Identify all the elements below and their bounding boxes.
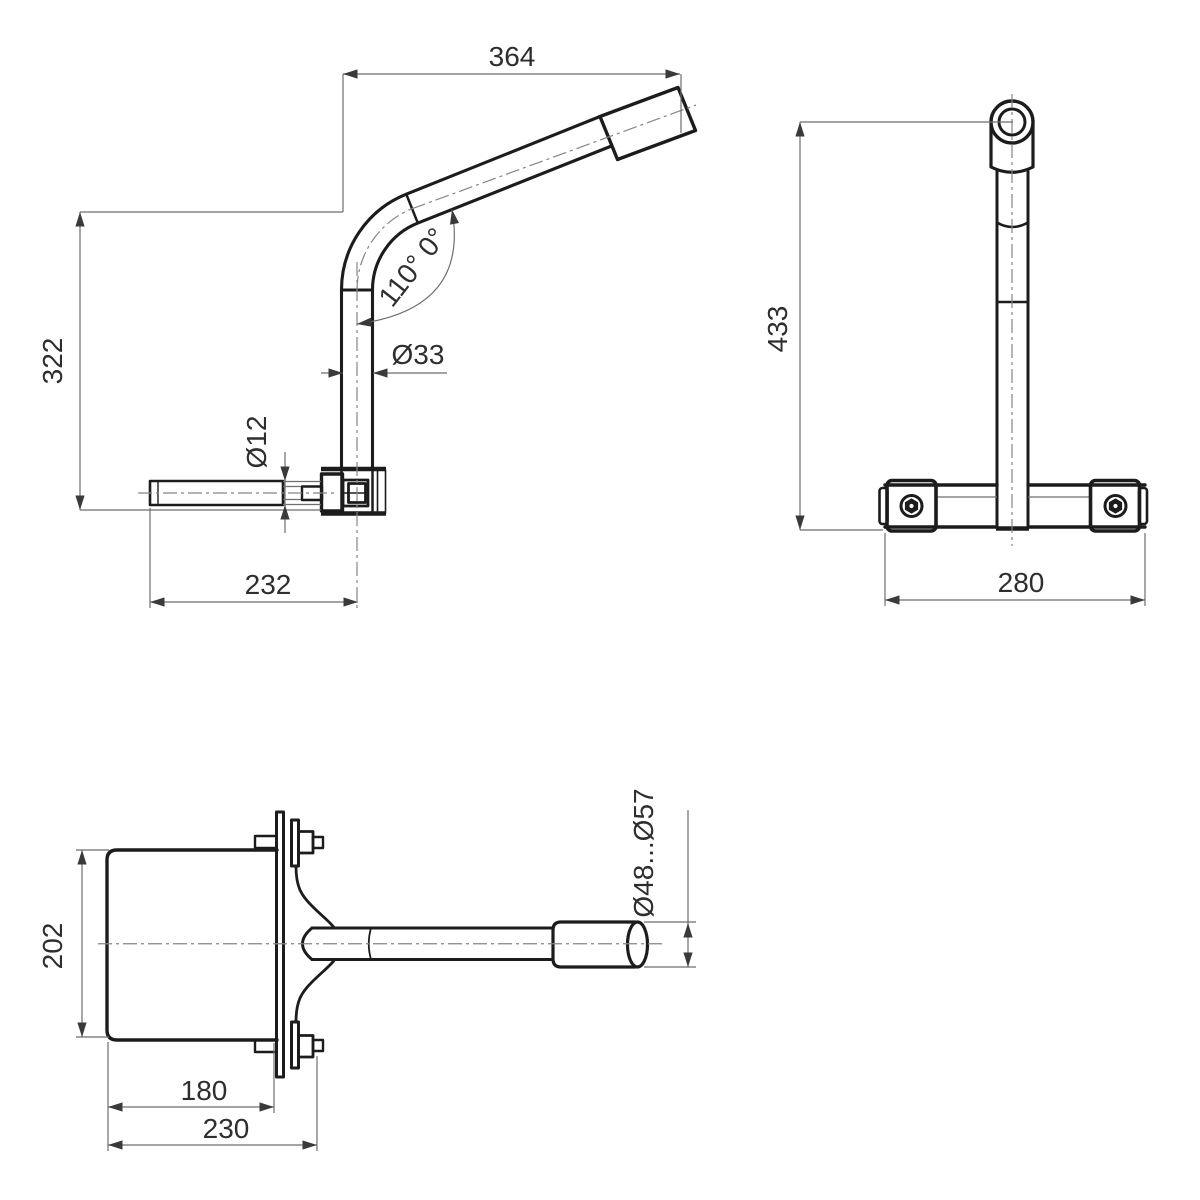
dim-spigot-diameter-label: Ø48...Ø57 xyxy=(628,788,659,917)
dim-box-depth: 180 xyxy=(107,1042,275,1151)
bracket-bar xyxy=(878,478,1149,533)
hex-bolt-left xyxy=(899,494,924,518)
dim-bracket-width: 280 xyxy=(884,533,1146,606)
mounting-clamp xyxy=(319,466,387,516)
dim-front-height-label: 433 xyxy=(762,306,793,353)
top-view: 202 180 230 Ø48...Ø57 xyxy=(37,788,696,1151)
dim-base-length: 232 xyxy=(149,508,358,608)
pole-pipe-front xyxy=(995,170,1030,531)
dim-box-depth-label: 180 xyxy=(181,1075,228,1106)
bar-end-tab-right xyxy=(1137,486,1149,526)
lamp-spigot xyxy=(598,85,698,162)
bar-end-tab-left xyxy=(878,486,889,526)
dim-pipe-diameter-label: Ø33 xyxy=(392,339,445,370)
dim-overall-depth-label: 230 xyxy=(203,1113,250,1144)
hex-bolt-right xyxy=(1103,494,1128,518)
dim-plate-height-label: 202 xyxy=(37,923,68,970)
pipe-weld-line-top xyxy=(367,927,372,961)
front-view: 433 280 xyxy=(762,94,1149,606)
dim-base-length-label: 232 xyxy=(245,569,292,600)
clamp-tab-top xyxy=(253,834,278,850)
dim-overall-depth: 230 xyxy=(108,1056,318,1151)
dim-height: 322 xyxy=(37,211,343,511)
dim-bend-angle-label: 110° 0° xyxy=(372,222,452,312)
dim-plate-height: 202 xyxy=(37,849,109,1038)
spigot-end-cap xyxy=(989,99,1035,174)
dim-bracket-width-label: 280 xyxy=(998,567,1045,598)
side-centerlines xyxy=(138,104,697,608)
dim-arm-length-label: 364 xyxy=(489,41,536,72)
dim-height-label: 322 xyxy=(37,338,68,385)
lamp-spigot-top xyxy=(551,920,650,969)
dim-pipe-diameter: Ø33 xyxy=(321,339,447,378)
dim-rod-diameter-label: Ø12 xyxy=(241,416,272,469)
dim-arm-length: 364 xyxy=(342,41,682,212)
dim-front-height: 433 xyxy=(762,121,1013,531)
spigot-open-end xyxy=(625,920,650,969)
pole-box xyxy=(105,848,279,1042)
bracket-plate-curve-bottom xyxy=(294,959,336,1024)
side-view: 364 322 Ø33 Ø12 232 xyxy=(37,41,698,608)
nut-top xyxy=(297,830,315,855)
nut-bottom xyxy=(297,1034,315,1059)
bracket-plate-curve-top xyxy=(294,864,336,929)
flange-plate xyxy=(253,810,336,1079)
dim-rod-diameter: Ø12 xyxy=(241,416,290,533)
clamp-tab-bottom xyxy=(253,1038,278,1054)
dim-spigot-diameter: Ø48...Ø57 xyxy=(628,788,696,968)
